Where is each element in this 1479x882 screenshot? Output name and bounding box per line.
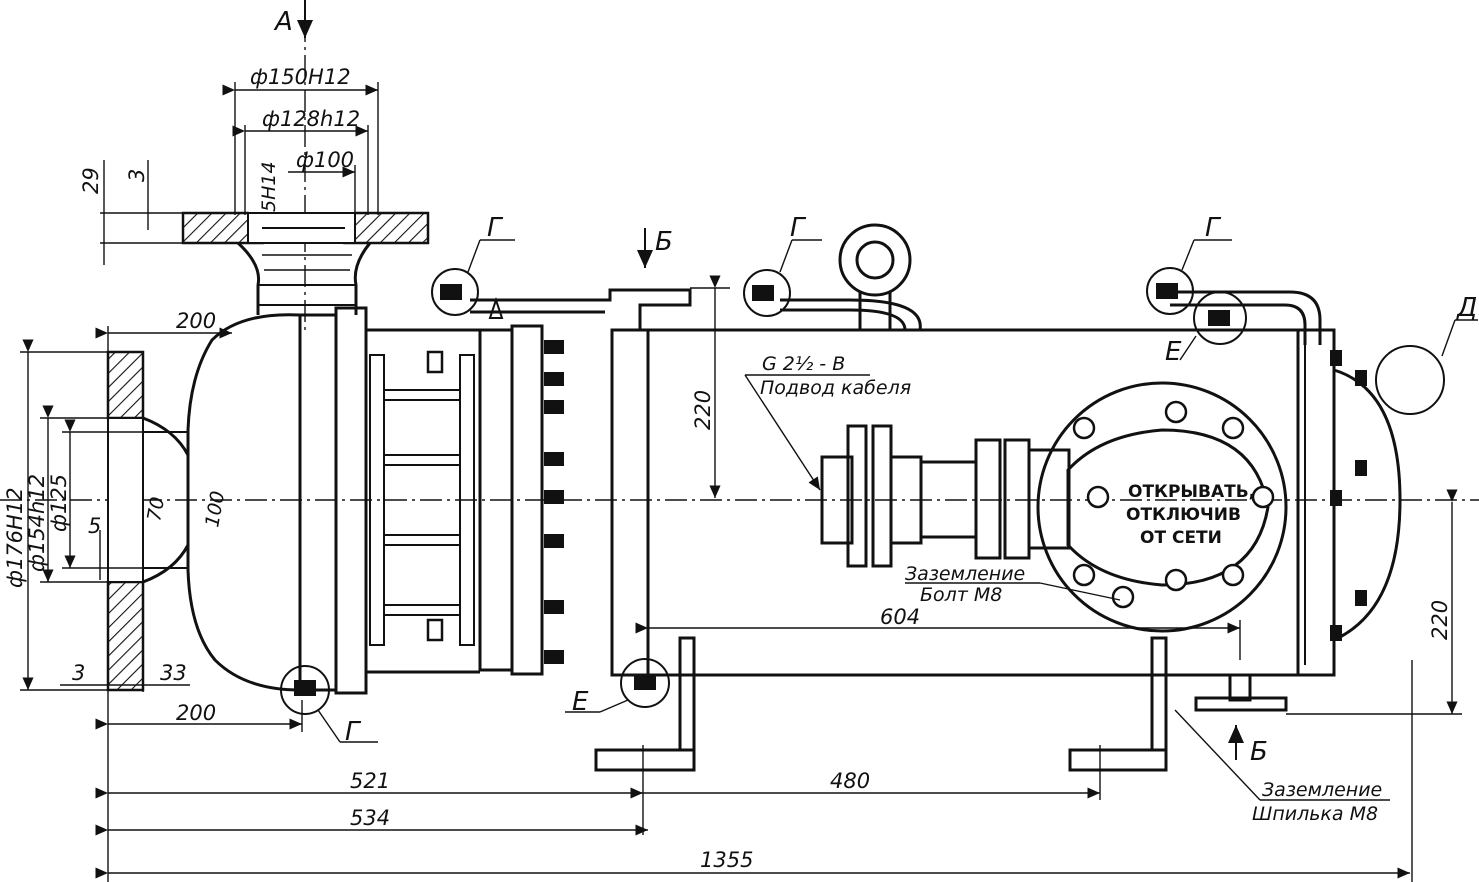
dim-d200-top: 200 <box>176 309 216 333</box>
dim-d3-top: 3 <box>125 169 149 182</box>
callout-d-label: Д <box>1456 293 1477 323</box>
dim-d128: ф128h12 <box>262 107 360 131</box>
dimension-texts: ф150Н12 ф128h12 ф100 5Н14 29 3 200 200 ф… <box>3 65 1452 872</box>
dim-d220-right: 220 <box>1428 600 1452 640</box>
warning-plate: ОТКРЫВАТЬ, ОТКЛЮЧИВ ОТ СЕТИ <box>1126 482 1255 548</box>
warning-line-1: ОТКРЫВАТЬ, <box>1128 482 1255 502</box>
dim-d5h14: 5Н14 <box>258 161 280 212</box>
warning-line-3: ОТ СЕТИ <box>1140 528 1222 548</box>
callout-g4-label: Г <box>345 717 362 747</box>
dim-d521: 521 <box>350 769 390 793</box>
section-b-bottom-label: Б <box>1250 737 1268 767</box>
dim-d150: ф150Н12 <box>250 65 351 89</box>
label-texts: А Б Б Г Г Г Г Е Е Д G 2½ - В Подвод кабе… <box>273 7 1477 825</box>
callout-e1-label: Е <box>1165 337 1182 367</box>
motor-flange <box>478 296 564 676</box>
dim-d176: ф176Н12 <box>3 487 27 588</box>
dim-d200-bottom: 200 <box>176 701 216 725</box>
dim-d5-left: 5 <box>88 514 101 538</box>
ground-bolt-sub: Болт М8 <box>920 584 1002 606</box>
dim-d154: ф154h12 <box>25 474 49 572</box>
dim-d3-bottom: 3 <box>72 661 85 685</box>
dim-d70: 70 <box>143 495 169 523</box>
cable-thread-label: G 2½ - В <box>762 353 845 375</box>
discharge-flange <box>181 211 430 315</box>
warning-line-2: ОТКЛЮЧИВ <box>1126 505 1241 525</box>
ground-stud-title: Заземление <box>1262 779 1382 801</box>
dim-d220-left: 220 <box>691 390 715 430</box>
dim-d100: ф100 <box>296 148 354 172</box>
dim-d604: 604 <box>880 605 920 629</box>
dim-d100-body: 100 <box>201 489 229 529</box>
dim-d29: 29 <box>79 167 103 194</box>
volute-body <box>186 306 368 695</box>
dim-d1355: 1355 <box>700 848 753 872</box>
callout-e2-label: Е <box>572 687 589 717</box>
dimension-lines <box>20 0 1478 882</box>
dim-d33: 33 <box>160 661 187 685</box>
motor-feet <box>594 636 1288 772</box>
ground-bolt-title: Заземление <box>905 563 1025 585</box>
motor-body <box>610 328 1402 677</box>
view-a-label: А <box>273 7 293 37</box>
dim-d480: 480 <box>830 769 870 793</box>
callout-circles <box>280 267 1445 715</box>
lantern-frame <box>366 328 480 674</box>
ground-stud-sub: Шпилька М8 <box>1252 803 1378 825</box>
section-b-top-label: Б <box>655 227 673 257</box>
callout-g2-label: Г <box>790 213 807 243</box>
callout-g1-label: Г <box>487 213 504 243</box>
dim-d534: 534 <box>350 806 390 830</box>
cable-entry-label: Подвод кабеля <box>760 377 911 399</box>
suction-flange <box>106 350 190 692</box>
callout-g3-label: Г <box>1205 213 1222 243</box>
cooling-pipe <box>470 223 1322 345</box>
dim-d125: ф125 <box>47 474 71 532</box>
